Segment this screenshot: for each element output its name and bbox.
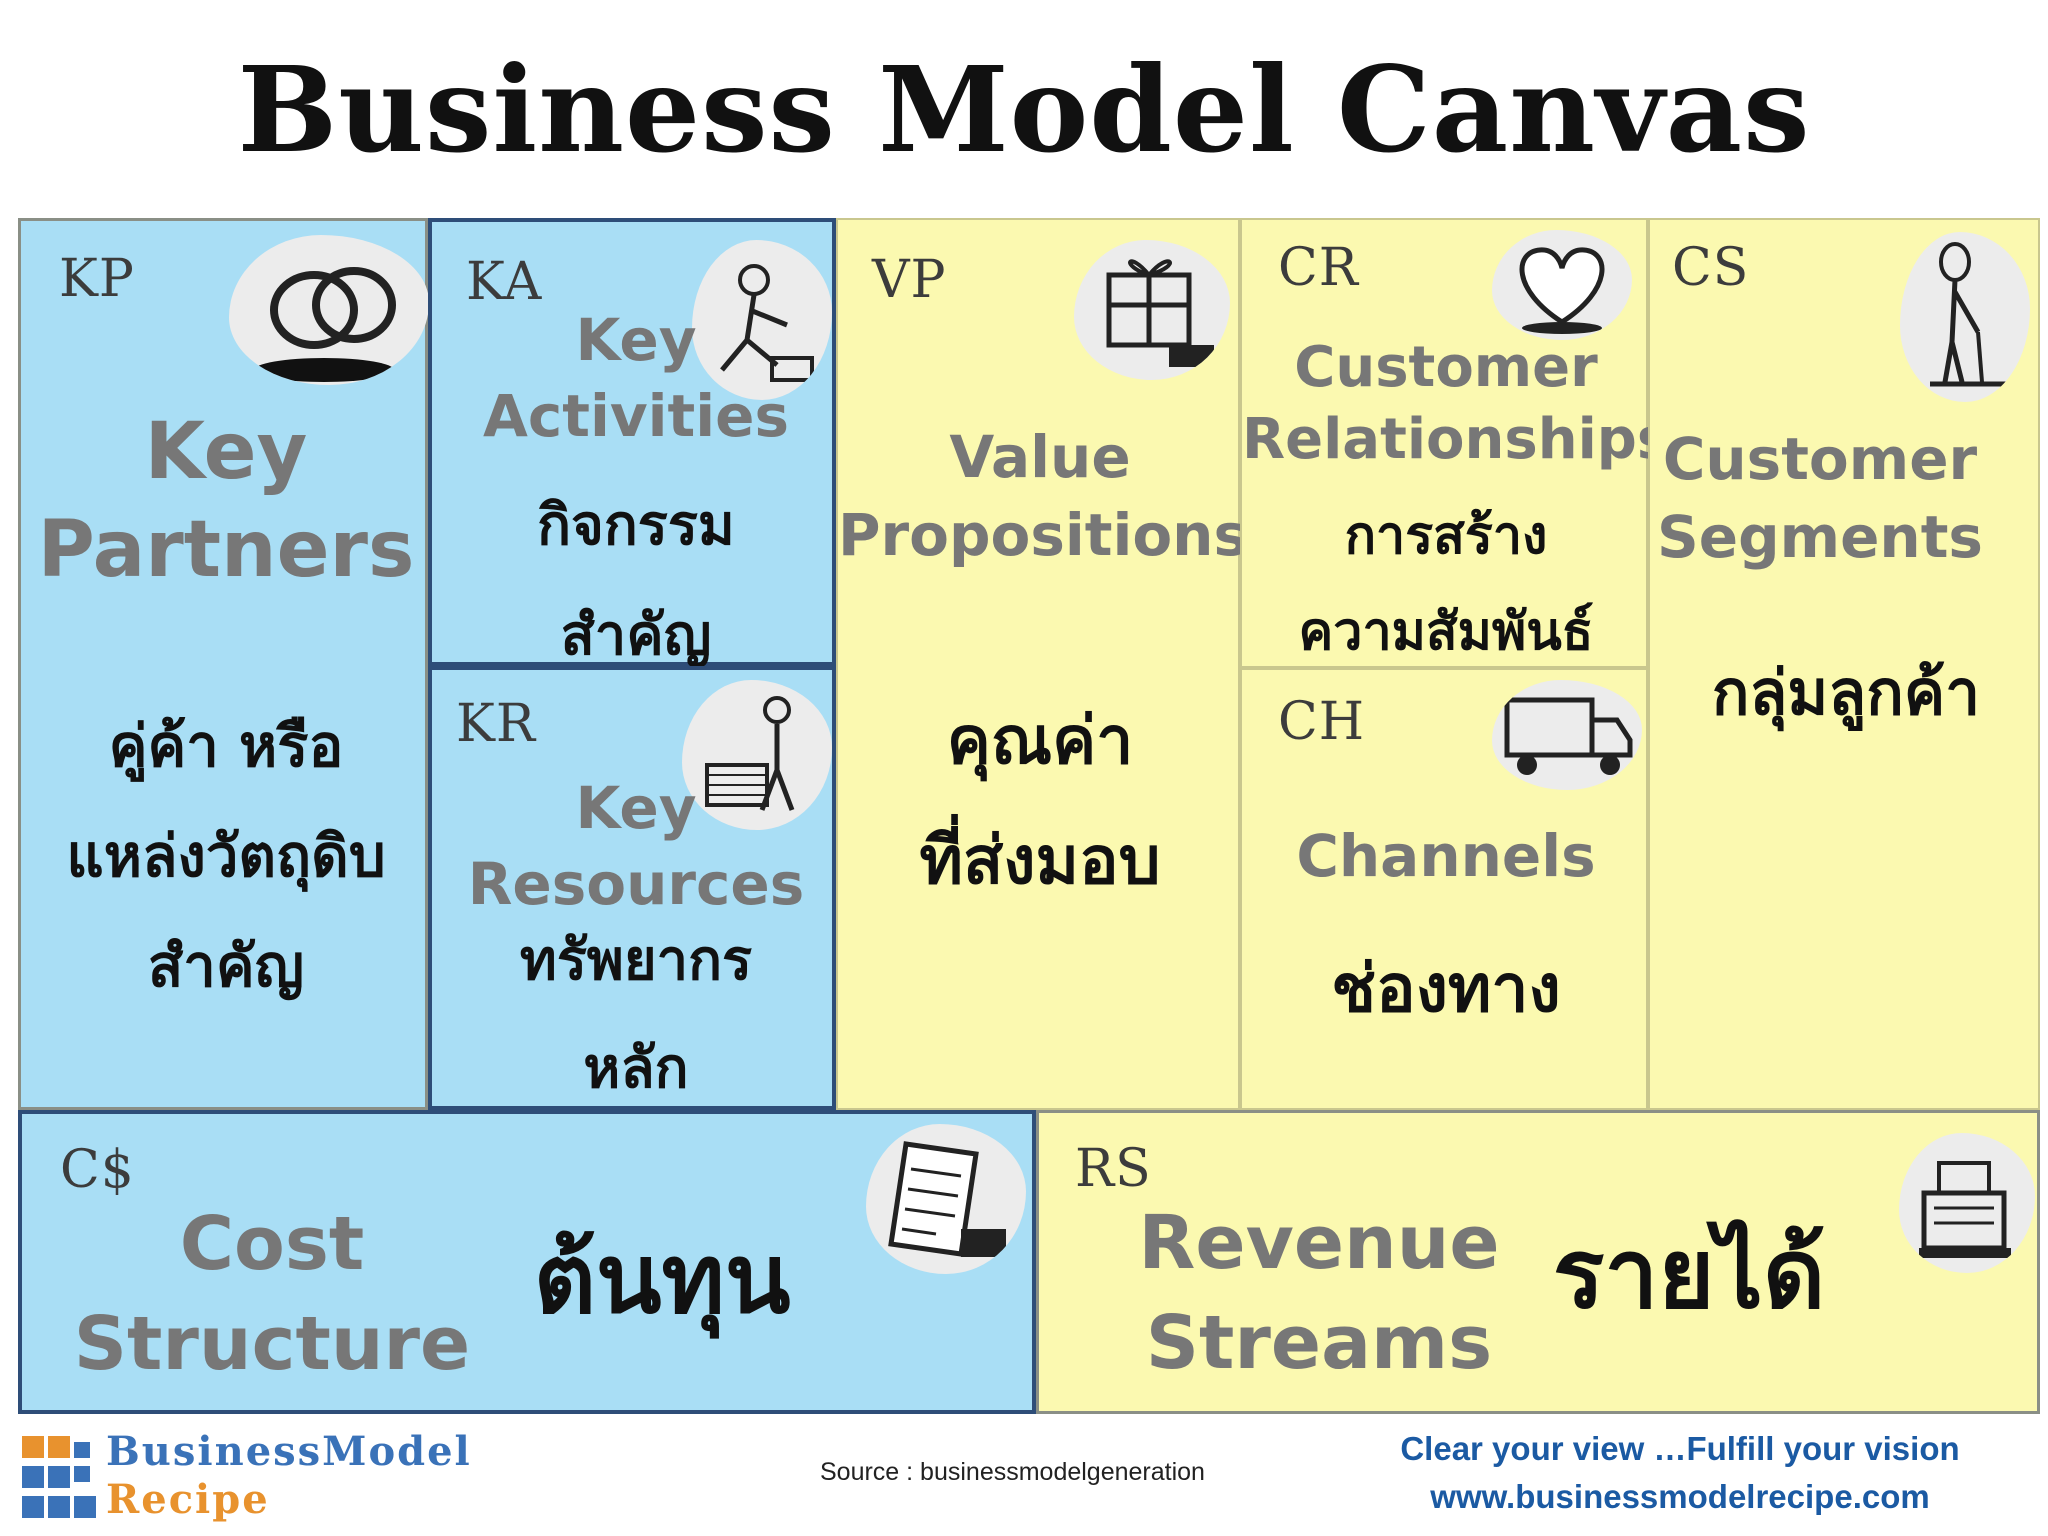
thai-line-2: ความสัมพันธ์	[1298, 601, 1594, 662]
eng-line-1: Key	[144, 407, 308, 497]
block-thai-name: คุณค่า ที่ส่งมอบ	[838, 680, 1242, 920]
eng-line-2: Partners	[37, 505, 415, 595]
block-english-name: Revenue Streams	[1129, 1193, 1509, 1393]
gift-icon	[1074, 240, 1230, 380]
customer-relationships-block: CR Customer Relationships การสร้าง ความส…	[1240, 218, 1671, 668]
channels-block: CH Channels ช่องทาง	[1240, 668, 1648, 1110]
logo-square	[48, 1496, 70, 1518]
block-english-name: Customer Segments	[1650, 420, 1990, 576]
block-english-name: Cost Structure	[72, 1194, 472, 1394]
block-code: KA	[466, 252, 543, 312]
block-english-name: Value Propositions	[838, 418, 1248, 574]
thai-line-1: กิจกรรม	[537, 492, 735, 558]
eng-line-2: Resources	[467, 850, 805, 918]
block-code: RS	[1075, 1139, 1152, 1199]
block-thai-name: รายได้	[1552, 1217, 1826, 1330]
block-code: CH	[1278, 692, 1366, 752]
eng-line-2: Streams	[1145, 1300, 1493, 1386]
block-english-name: Key Partners	[21, 403, 431, 599]
block-thai-name: ช่องทาง	[1331, 949, 1561, 1027]
thai-line-2: แหล่งวัตถุดิบ	[66, 822, 386, 890]
thai-line-1: การสร้าง	[1344, 505, 1548, 566]
receipt-icon	[866, 1124, 1026, 1274]
block-english-name: Key Activities	[432, 302, 840, 454]
block-english-name: Channels	[1296, 822, 1596, 890]
thai-line-2: สำคัญ	[560, 602, 712, 668]
heart-icon	[1492, 230, 1632, 340]
logo-square	[74, 1466, 90, 1482]
logo-square	[22, 1496, 44, 1518]
eng-line-2: Activities	[482, 382, 790, 450]
thai-line-2: ที่ส่งมอบ	[919, 821, 1161, 899]
eng-line-2: Propositions	[838, 501, 1248, 569]
block-thai-name: ทรัพยากร หลัก	[432, 906, 840, 1122]
rings-icon	[229, 235, 429, 385]
logo-square	[48, 1466, 70, 1488]
block-english-name: Key Resources	[432, 770, 840, 922]
cost-structure-block: C$ Cost Structure ต้นทุน	[18, 1110, 1036, 1414]
block-thai-name: คู่ค้า หรือ แหล่งวัตถุดิบ สำคัญ	[21, 691, 431, 1021]
website-link[interactable]: www.businessmodelrecipe.com	[1430, 1478, 1930, 1515]
thai-line-1: คู่ค้า หรือ	[108, 712, 344, 780]
page-title: Business Model Canvas	[237, 40, 1811, 179]
person-icon	[1900, 232, 2030, 402]
eng-line-2: Structure	[73, 1301, 471, 1387]
logo-square	[74, 1442, 90, 1458]
block-thai-name: ต้นทุน	[533, 1222, 791, 1335]
tagline: Clear your view …Fulfill your vision	[1400, 1430, 1960, 1467]
cash-register-icon	[1899, 1133, 2035, 1273]
eng-line-1: Revenue	[1138, 1200, 1500, 1286]
eng-line-2: Relationships	[1242, 407, 1671, 472]
block-code: VP	[872, 250, 947, 310]
eng-line-2: Segments	[1657, 503, 1983, 571]
key-resources-block: KR Key Resources ทรัพยากร หลัก	[428, 666, 836, 1110]
thai-line-2: หลัก	[583, 1035, 689, 1101]
logo-square	[48, 1436, 70, 1458]
block-code: KR	[456, 694, 536, 754]
block-english-name: Customer Relationships	[1242, 332, 1671, 476]
logo-text-line-1: BusinessModel	[106, 1428, 472, 1475]
truck-icon	[1492, 680, 1642, 790]
block-code: CS	[1672, 238, 1750, 298]
business-model-recipe-logo: BusinessModel Recipe	[18, 1428, 578, 1528]
key-partners-block: KP Key Partners คู่ค้า หรือ แหล่งวัตถุดิ…	[18, 218, 431, 1110]
block-code: CR	[1278, 238, 1359, 298]
block-code: KP	[59, 249, 135, 309]
eng-line-1: Customer	[1662, 425, 1978, 493]
eng-line-1: Key	[575, 774, 697, 842]
logo-square	[22, 1436, 44, 1458]
source-credit: Source : businessmodelgeneration	[820, 1458, 1205, 1486]
value-propositions-block: VP Value Propositions คุณค่า ที่ส่งมอบ	[836, 218, 1248, 1110]
block-code: C$	[60, 1140, 135, 1200]
thai-line-1: ทรัพยากร	[519, 927, 753, 993]
logo-square	[74, 1496, 96, 1518]
worker-icon	[692, 240, 832, 400]
eng-line-1: Cost	[179, 1201, 365, 1287]
block-thai-name: การสร้าง ความสัมพันธ์	[1242, 488, 1650, 680]
customer-segments-block: CS Customer Segments กลุ่มลูกค้า	[1648, 218, 2040, 1110]
eng-line-1: Key	[575, 306, 697, 374]
logo-text-line-2: Recipe	[106, 1476, 270, 1523]
eng-line-1: Value	[949, 423, 1131, 491]
block-thai-name: กิจกรรม สำคัญ	[432, 470, 840, 690]
thai-line-1: คุณค่า	[946, 701, 1134, 779]
thai-line-3: สำคัญ	[147, 932, 305, 1000]
forklift-icon	[682, 680, 832, 830]
eng-line-1: Customer	[1294, 335, 1598, 400]
block-thai-name: กลุ่มลูกค้า	[1711, 656, 1981, 729]
key-activities-block: KA Key Activities กิจกรรม สำคัญ	[428, 218, 836, 668]
logo-square	[22, 1466, 44, 1488]
revenue-streams-block: RS Revenue Streams รายได้	[1036, 1110, 2040, 1414]
